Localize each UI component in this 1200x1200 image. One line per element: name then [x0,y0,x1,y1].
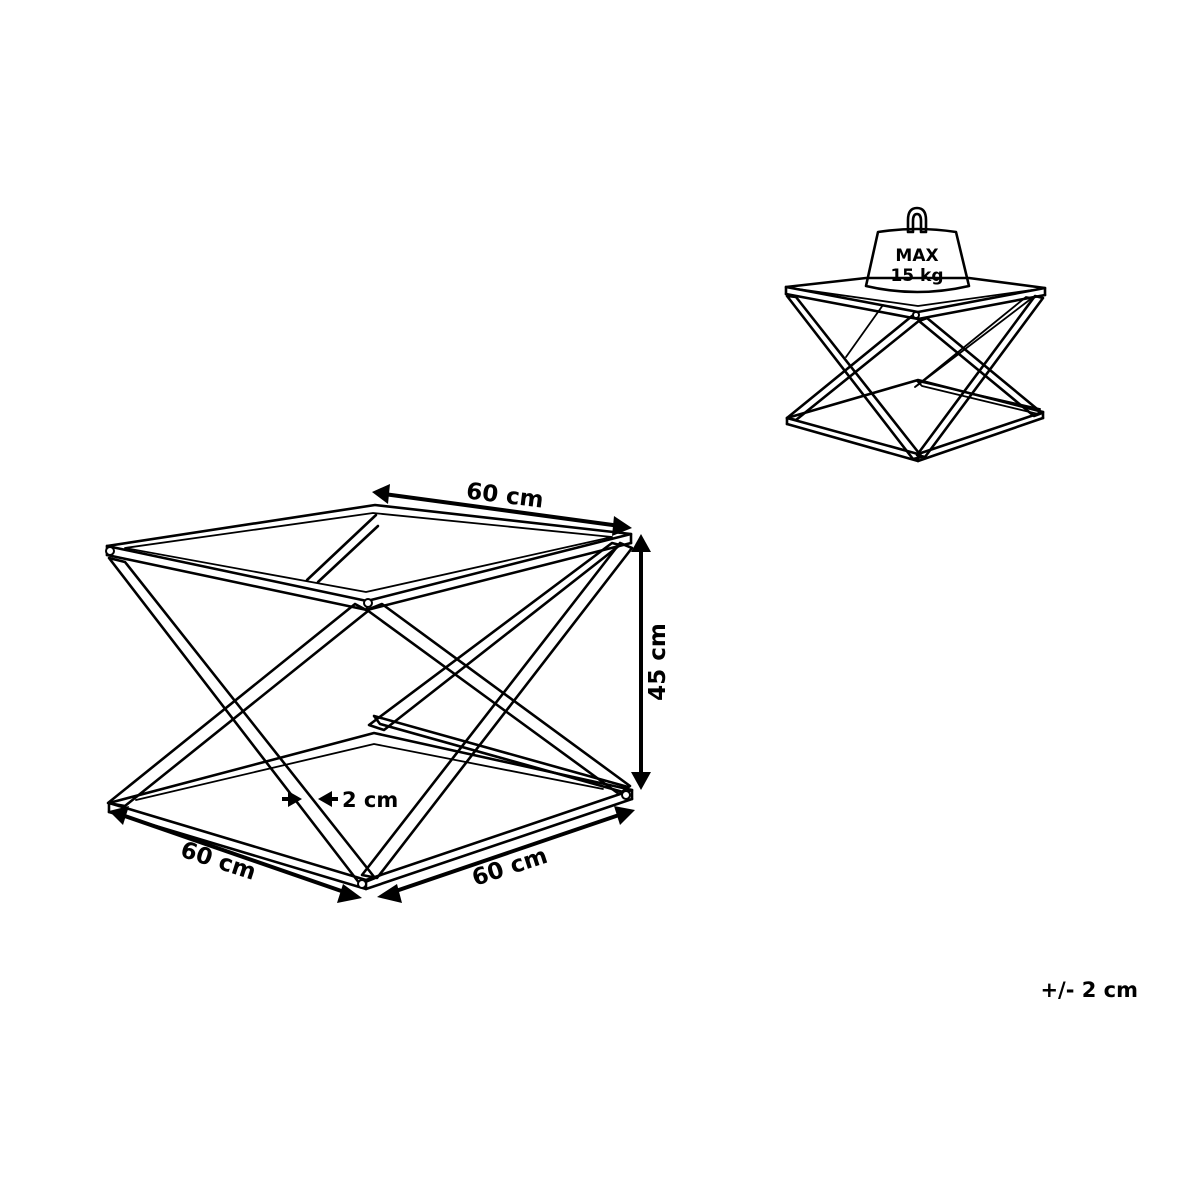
arrow-head-down [631,772,651,790]
tolerance-label: +/- 2 cm [1040,978,1138,1002]
dimension-top-width: 60 cm [372,478,632,536]
arrow-head-left [372,484,390,504]
bolt-top-left [105,546,115,556]
arrow-head-left [318,791,332,807]
bolt-top-front [363,598,373,608]
dimension-front-left: 60 cm [109,806,362,903]
weight-handle [906,206,928,234]
front-left-x-frame [106,556,377,886]
small-bolt-front [912,311,920,319]
weight-max-label: MAX [895,246,938,266]
label-height: 45 cm [645,623,671,701]
label-frame-thickness: 2 cm [342,788,398,812]
bolt-bottom-right [621,790,631,800]
dimension-height: 45 cm [631,534,671,790]
arrow-head-right [614,806,635,825]
front-right-x-frame [360,541,634,880]
table-with-weight-icon: MAX 15 kg [784,206,1047,463]
dimension-front-right: 60 cm [377,806,635,903]
arrow-head-left [109,806,129,825]
arrow-head-right [337,884,362,903]
arrow-head-right [612,516,632,536]
arrow-head-up [631,534,651,552]
arrow-head-right [288,791,302,807]
weight-body [864,227,971,294]
weight-value-label: 15 kg [890,266,943,286]
main-table-drawing [105,503,634,891]
bolt-bottom-front [357,879,367,889]
dimension-frame-thickness: 2 cm [282,788,398,812]
table-base-frame [107,731,634,891]
arrow-head-left [377,884,402,903]
